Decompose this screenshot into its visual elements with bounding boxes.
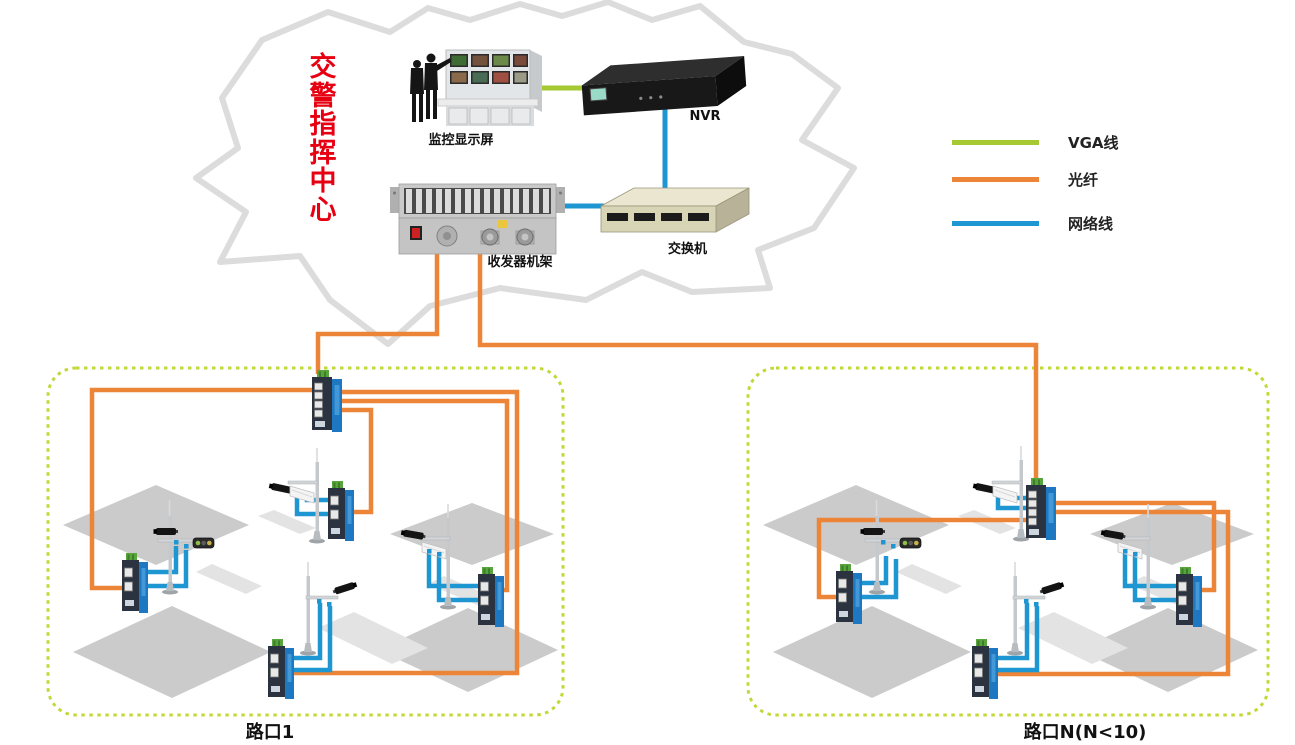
pole-connector: [1123, 549, 1128, 554]
legend-fiber-swatch: [952, 177, 1039, 182]
industrial-switch: [971, 638, 999, 700]
camera-pole: [860, 500, 922, 595]
crosswalk: [1018, 612, 1128, 664]
fiber-aggregation-switch: [1025, 477, 1057, 541]
pole-connector: [427, 549, 432, 554]
industrial-switch: [835, 563, 863, 625]
pole-connector: [1133, 552, 1138, 557]
network-line: [995, 493, 1026, 511]
rack-power-switch: [412, 228, 420, 238]
fiber-aggregation-switch: [311, 369, 343, 433]
core-switch-label: 交换机: [667, 242, 707, 257]
fiber-line: [89, 387, 312, 591]
monitor-screens: [450, 54, 528, 84]
fiber-line: [980, 509, 1231, 677]
nvr-label: NVR: [689, 109, 721, 124]
pole-connector: [437, 552, 442, 557]
fiber-line: [342, 407, 374, 515]
network-line: [148, 550, 189, 589]
pole-connector: [891, 544, 896, 549]
camera-pole: [268, 448, 325, 544]
pole-connector: [184, 544, 189, 549]
industrial-switch: [1175, 566, 1203, 628]
camera-pole: [400, 504, 456, 610]
network-line: [862, 556, 889, 586]
operator-silhouettes: [410, 53, 451, 122]
nvr-device: [581, 56, 747, 116]
legend: [952, 140, 1039, 226]
fiber-line: [816, 517, 1026, 600]
legend-network-swatch: [952, 221, 1039, 226]
fiber-line: [276, 389, 520, 676]
fiber-trunk-to-intersection-n: [477, 253, 1039, 482]
network-line: [436, 555, 478, 603]
traffic-camera-icon: [332, 581, 358, 596]
pole-connector: [327, 602, 332, 607]
legend-vga-swatch: [952, 140, 1039, 145]
pole-connector: [1034, 602, 1039, 607]
network-line: [1132, 555, 1176, 603]
network-line: [998, 603, 1030, 661]
intersection-1-devices: [121, 369, 505, 700]
crosswalk: [196, 564, 262, 594]
fiber-line: [342, 398, 510, 593]
camera-pole: [1007, 562, 1065, 656]
crosswalk: [896, 564, 962, 594]
industrial-switch: [121, 552, 149, 614]
camera-pole: [972, 446, 1029, 542]
warning-label: [498, 220, 507, 228]
intersection-n-boundary: [746, 366, 1270, 717]
traffic-light-icon: [899, 537, 922, 549]
traffic-camera-icon: [153, 528, 178, 535]
legend-vga-label: VGA线: [1068, 134, 1119, 152]
network-line: [148, 546, 179, 575]
monitor-wall: [410, 49, 542, 126]
core-switch-device: [600, 187, 750, 233]
crosswalk: [258, 510, 316, 534]
intersection-1-label: 路口1: [245, 722, 295, 743]
traffic-light-icon: [192, 537, 215, 549]
road-block: [1078, 608, 1258, 692]
fiber-trunk-to-intersection-1: [315, 253, 440, 374]
network-line: [294, 603, 323, 661]
intersection-n-label: 路口N(N<10): [1023, 722, 1147, 743]
network-line: [998, 606, 1040, 673]
pole-connector: [881, 540, 886, 545]
industrial-switch: [327, 480, 355, 542]
traffic-camera-icon: [860, 528, 885, 535]
transceiver-modules: [406, 189, 549, 213]
industrial-switch: [267, 638, 295, 700]
camera-pole: [300, 562, 358, 656]
camera-pole: [1100, 504, 1156, 610]
network-line: [294, 606, 333, 673]
rack-label: 收发器机架: [487, 255, 553, 270]
network-line: [426, 552, 478, 589]
traffic-camera-icon: [1039, 581, 1065, 596]
legend-fiber-label: 光纤: [1068, 171, 1099, 189]
network-line: [1122, 552, 1176, 589]
fiber-line: [1056, 500, 1217, 593]
camera-pole: [153, 500, 215, 595]
network-line: [862, 559, 899, 600]
road-block: [763, 485, 949, 565]
pole-connector: [1024, 599, 1029, 604]
transceiver-rack: [390, 183, 565, 255]
pole-connector: [174, 540, 179, 545]
intersection-1-boundary: [46, 366, 565, 717]
camera-mount-bracket: [289, 485, 315, 504]
pole-connector: [317, 599, 322, 604]
command-center-title: 交警指挥中心: [309, 52, 337, 226]
industrial-switch: [477, 566, 505, 628]
crosswalk: [318, 612, 428, 664]
road-block: [773, 606, 971, 698]
monitor-wall-label: 监控显示屏: [428, 133, 494, 148]
intersection-n-devices: [835, 446, 1203, 700]
legend-network-label: 网络线: [1068, 215, 1114, 233]
road-block: [73, 606, 271, 698]
